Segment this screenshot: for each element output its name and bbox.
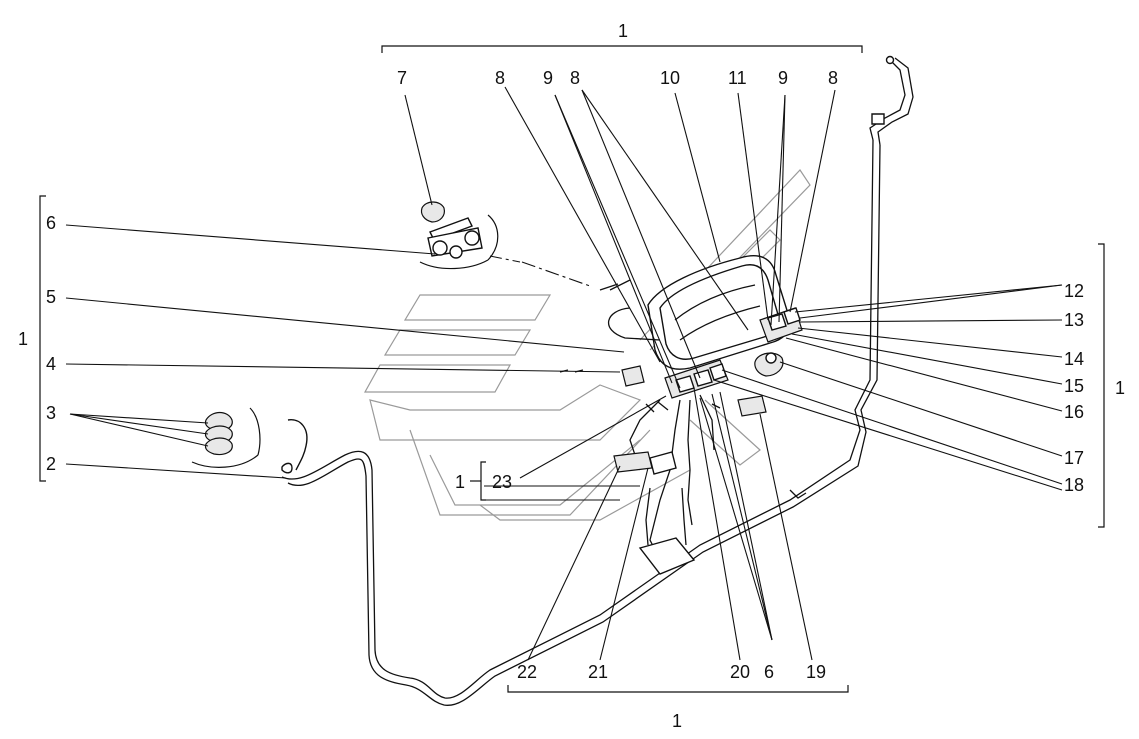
label-6-left: 6 (46, 213, 56, 233)
part-5-loop (607, 307, 661, 341)
label-6-bottom: 6 (764, 662, 774, 682)
label-1-mid: 1 (455, 472, 465, 492)
bracket-mid (480, 461, 486, 501)
label-18: 18 (1064, 475, 1084, 495)
label-11: 11 (728, 68, 747, 88)
label-10: 10 (660, 68, 680, 88)
label-19: 19 (806, 662, 826, 682)
label-1-top: 1 (618, 21, 628, 41)
central-assembly (559, 255, 803, 575)
label-8-a: 8 (495, 68, 505, 88)
label-9-b: 9 (778, 68, 788, 88)
label-22: 22 (517, 662, 537, 682)
harness-pipe-run (281, 55, 914, 706)
label-1-left: 1 (18, 329, 28, 349)
group-brackets (39, 45, 1105, 693)
label-5: 5 (46, 287, 56, 307)
label-4: 4 (46, 354, 56, 374)
label-15: 15 (1064, 376, 1084, 396)
part-4-clip (621, 365, 645, 387)
bracket-right (1098, 243, 1105, 528)
label-1-right: 1 (1115, 378, 1125, 398)
label-2: 2 (46, 454, 56, 474)
mounting-plate (638, 537, 696, 575)
part-21-harness (649, 399, 681, 561)
leader-lines (65, 86, 1063, 661)
label-12: 12 (1064, 281, 1084, 301)
part-2-hook (281, 419, 308, 474)
label-3: 3 (46, 403, 56, 423)
label-13: 13 (1064, 310, 1084, 330)
label-8-b: 8 (570, 68, 580, 88)
pipe-end-fitting (885, 55, 895, 65)
part-labels: 1 1 1 1 1 2 3 4 5 6 7 8 9 8 10 11 9 8 12… (18, 21, 1125, 731)
label-1-bottom: 1 (672, 711, 682, 731)
label-9-a: 9 (543, 68, 553, 88)
label-8-c: 8 (828, 68, 838, 88)
part-7-connector-group (419, 201, 499, 270)
label-23: 23 (492, 472, 512, 492)
part-3-clips (191, 407, 261, 468)
pipe-clip (871, 113, 885, 125)
background-ghost-outline (363, 169, 811, 521)
label-7: 7 (397, 68, 407, 88)
label-20: 20 (730, 662, 750, 682)
bracket-top (381, 45, 863, 53)
label-16: 16 (1064, 402, 1084, 422)
bracket-bottom (507, 685, 849, 693)
bracket-left (39, 195, 46, 482)
part-19-relay (737, 395, 767, 417)
label-17: 17 (1064, 448, 1084, 468)
label-21: 21 (588, 662, 608, 682)
part-22-connector (613, 451, 653, 473)
label-14: 14 (1064, 349, 1084, 369)
